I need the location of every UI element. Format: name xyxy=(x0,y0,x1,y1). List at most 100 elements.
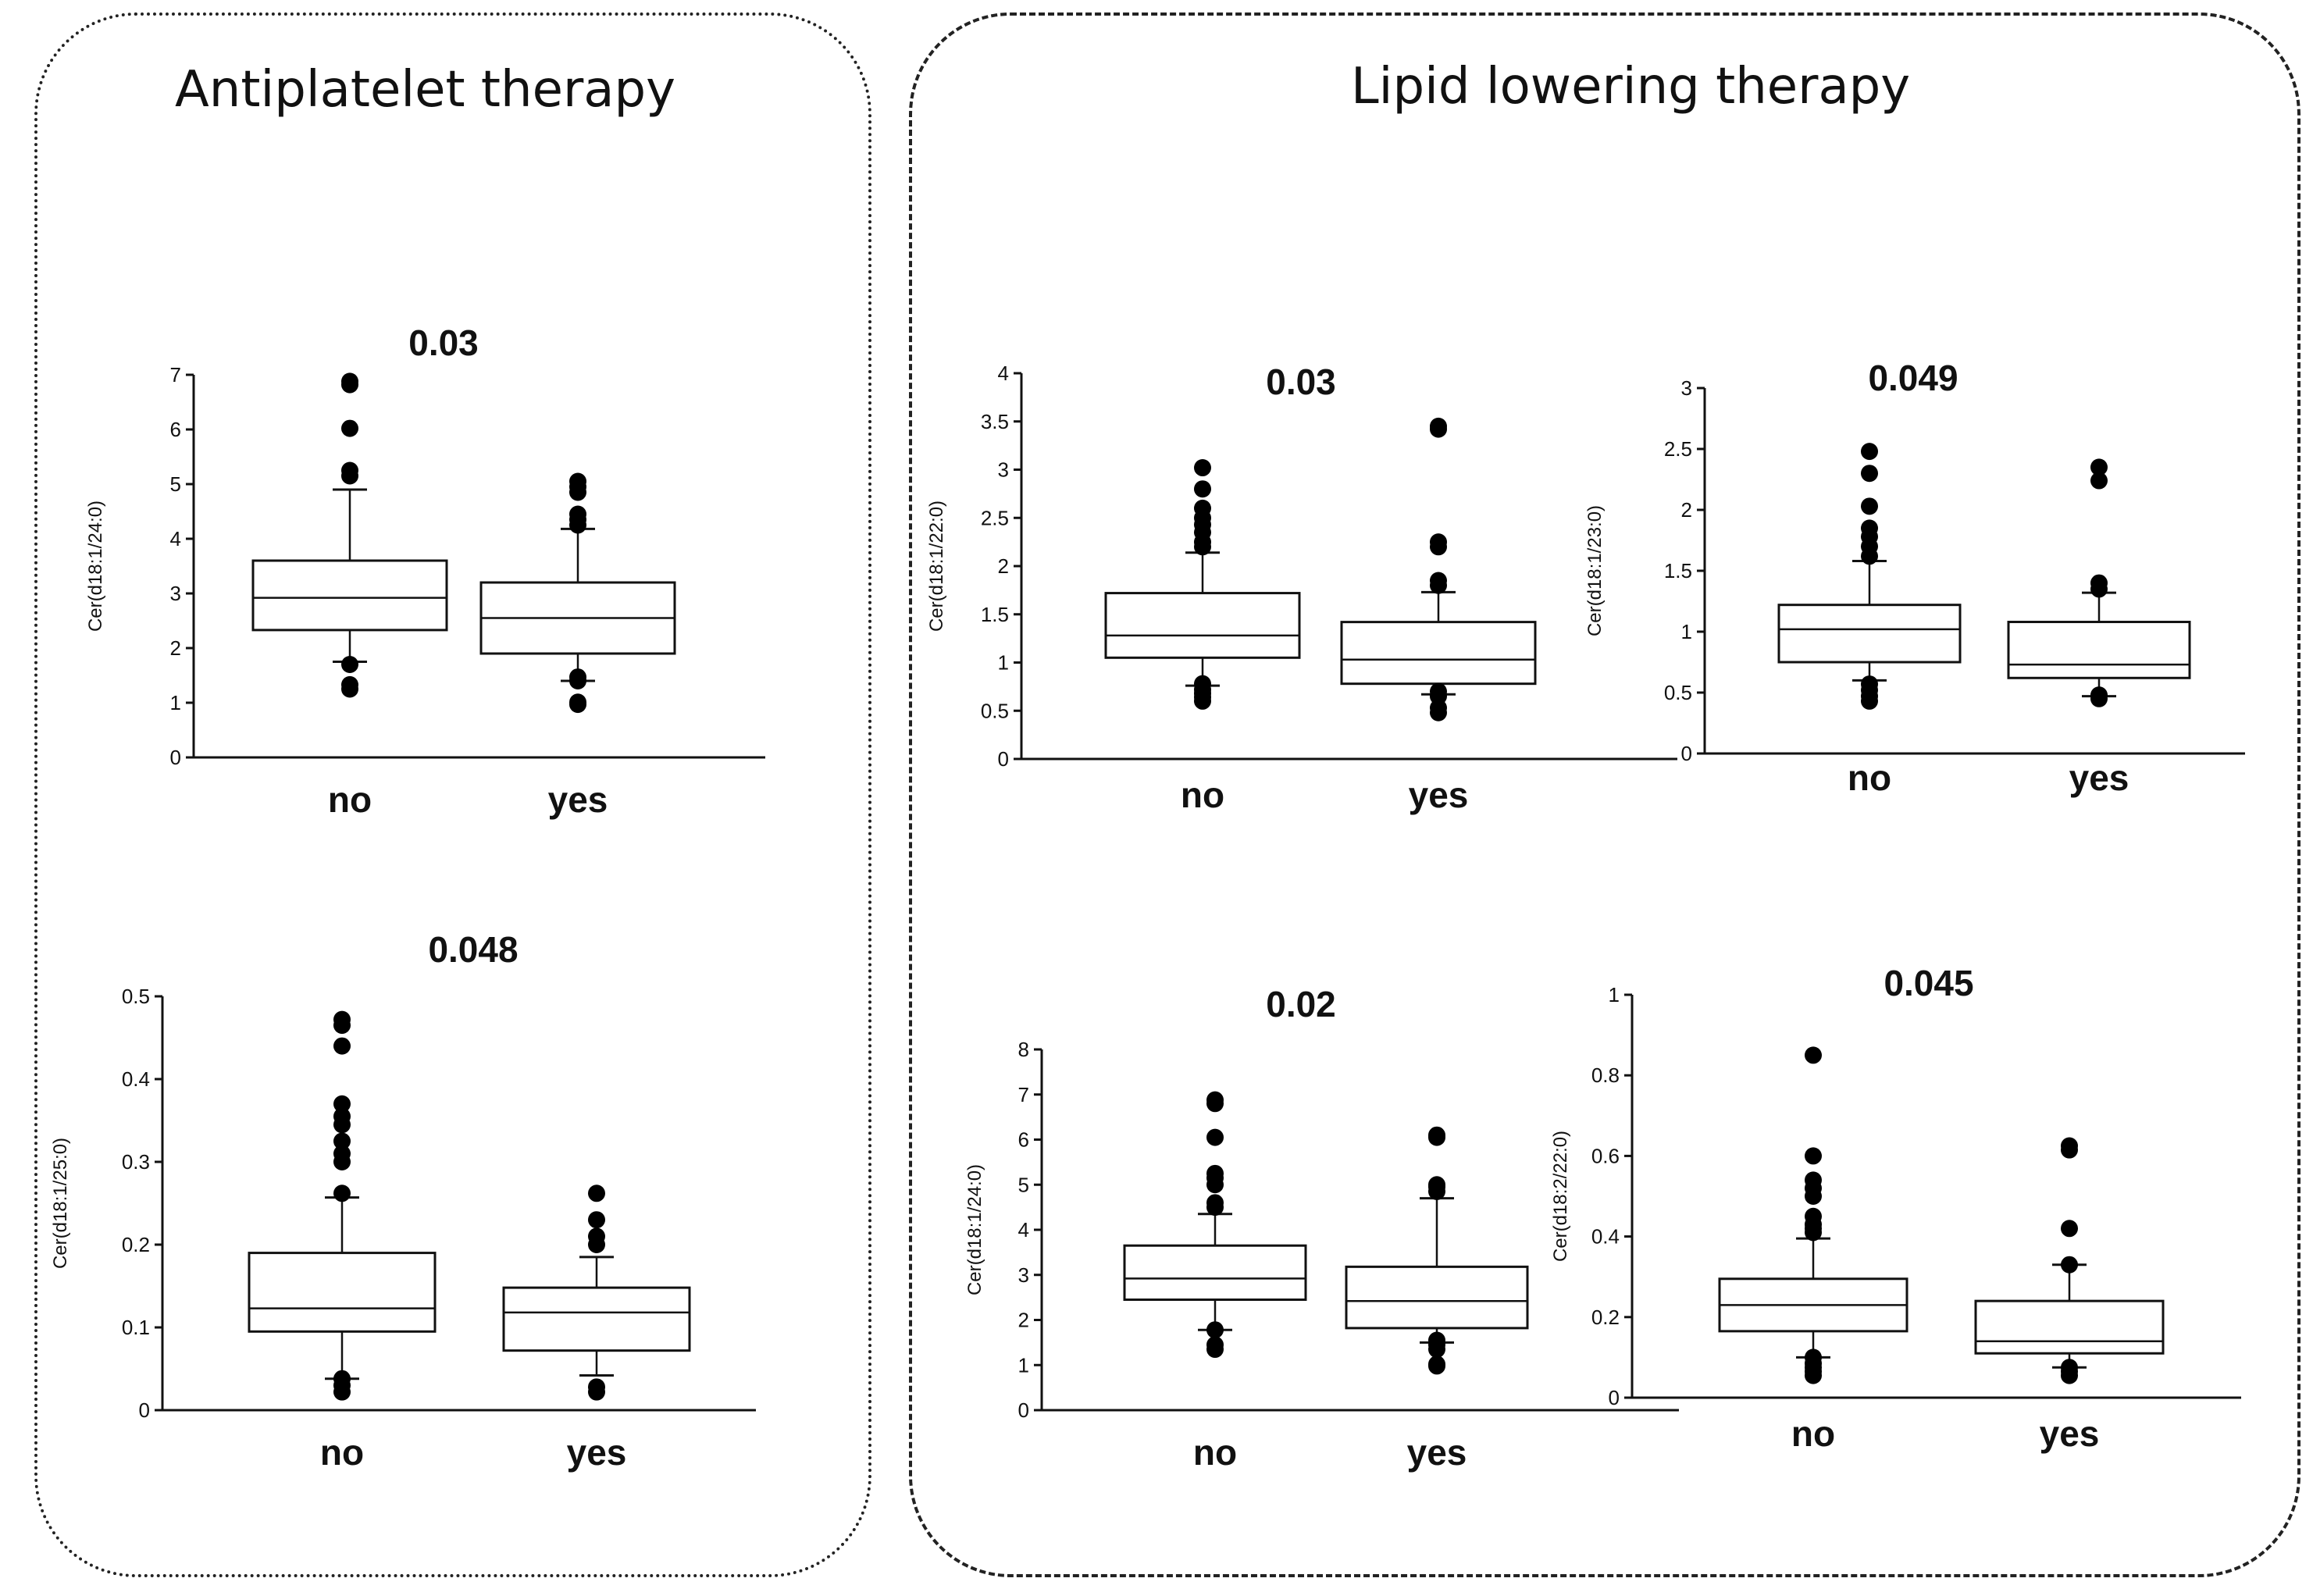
y-axis-label: Cer(d18:2/22:0) xyxy=(1550,1131,1571,1262)
outlier-point xyxy=(333,1010,351,1028)
outlier-point xyxy=(2090,458,2108,476)
outlier-point xyxy=(1430,572,1447,590)
y-tick-label: 4 xyxy=(170,527,181,550)
iqr-box xyxy=(1974,1299,2165,1355)
outlier-point xyxy=(2061,1137,2078,1155)
outlier-point xyxy=(333,1370,351,1388)
outlier-point xyxy=(588,1211,605,1229)
y-tick-label: 5 xyxy=(1018,1173,1029,1196)
outlier-point xyxy=(1206,1321,1224,1339)
outlier-point xyxy=(333,1185,351,1202)
outlier-point xyxy=(2090,574,2108,592)
category-label: no xyxy=(320,1432,364,1473)
p-value-label: 0.049 xyxy=(1868,358,1958,398)
outlier-point xyxy=(588,1378,605,1396)
y-tick-label: 0 xyxy=(1018,1398,1029,1422)
y-tick-label: 2 xyxy=(1018,1309,1029,1332)
y-tick-label: 2 xyxy=(170,636,181,660)
outlier-point xyxy=(1805,1147,1822,1165)
y-tick-label: 0.6 xyxy=(1591,1144,1620,1167)
y-tick-label: 0 xyxy=(170,746,181,769)
p-value-label: 0.03 xyxy=(408,322,479,363)
y-tick-label: 8 xyxy=(1018,1038,1029,1061)
y-tick-label: 1 xyxy=(1018,1353,1029,1377)
y-tick-label: 0 xyxy=(139,1398,150,1422)
y-tick-label: 1 xyxy=(998,651,1009,675)
y-tick-label: 3 xyxy=(1681,376,1692,400)
outlier-point xyxy=(1430,682,1447,700)
y-tick-label: 6 xyxy=(170,418,181,441)
outlier-point xyxy=(341,675,358,693)
outlier-point xyxy=(1194,480,1211,498)
outlier-point xyxy=(1861,497,1878,515)
iqr-box xyxy=(502,1286,691,1352)
y-tick-label: 1 xyxy=(170,691,181,714)
iqr-box xyxy=(1777,604,1962,664)
outlier-point xyxy=(2061,1220,2078,1238)
outlier-point xyxy=(1805,1171,1822,1189)
y-tick-label: 2 xyxy=(1681,498,1692,522)
outlier-point xyxy=(1206,1194,1224,1212)
outlier-point xyxy=(1194,459,1211,477)
y-tick-label: 0 xyxy=(998,747,1009,771)
outlier-point xyxy=(341,461,358,479)
y-tick-label: 7 xyxy=(170,363,181,387)
outlier-point xyxy=(588,1227,605,1245)
y-tick-label: 2.5 xyxy=(1664,437,1692,461)
p-value-label: 0.048 xyxy=(428,929,518,970)
category-label: no xyxy=(328,779,372,820)
outlier-point xyxy=(1805,1207,1822,1225)
outlier-point xyxy=(1428,1356,1445,1373)
outlier-point xyxy=(1194,675,1211,693)
category-label: yes xyxy=(1407,1432,1467,1473)
p-value-label: 0.02 xyxy=(1266,984,1336,1024)
iqr-box xyxy=(2007,621,2191,679)
y-tick-label: 3.5 xyxy=(981,410,1009,433)
outlier-point xyxy=(588,1185,605,1202)
iqr-box xyxy=(1345,1265,1529,1330)
y-tick-label: 7 xyxy=(1018,1083,1029,1106)
y-tick-label: 4 xyxy=(998,362,1009,385)
y-tick-label: 0.5 xyxy=(981,699,1009,722)
iqr-box xyxy=(1340,621,1537,686)
y-axis-label: Cer(d18:1/23:0) xyxy=(1584,505,1606,636)
lipid-lowering-panel xyxy=(909,12,2301,1577)
outlier-point xyxy=(1194,499,1211,517)
outlier-point xyxy=(1805,1046,1822,1064)
y-tick-label: 0.4 xyxy=(122,1067,150,1091)
y-tick-label: 0.5 xyxy=(1664,681,1692,704)
outlier-point xyxy=(341,656,358,673)
y-tick-label: 0.2 xyxy=(122,1233,150,1256)
outlier-point xyxy=(1428,1126,1445,1144)
outlier-point xyxy=(1206,1128,1224,1146)
outlier-point xyxy=(2090,686,2108,704)
y-tick-label: 0.2 xyxy=(1591,1306,1620,1329)
category-label: yes xyxy=(548,779,608,820)
outlier-point xyxy=(1428,1176,1445,1194)
iqr-box xyxy=(1104,592,1301,659)
category-label: yes xyxy=(2069,757,2129,798)
y-tick-label: 4 xyxy=(1018,1218,1029,1242)
y-tick-label: 0.5 xyxy=(122,985,150,1008)
outlier-point xyxy=(333,1095,351,1113)
outlier-point xyxy=(1861,443,1878,461)
y-tick-label: 2 xyxy=(998,554,1009,578)
outlier-point xyxy=(2061,1256,2078,1274)
outlier-point xyxy=(1805,1348,1822,1366)
y-tick-label: 0.4 xyxy=(1591,1225,1620,1249)
outlier-point xyxy=(1861,519,1878,537)
y-tick-label: 3 xyxy=(170,582,181,605)
y-tick-label: 1.5 xyxy=(1664,559,1692,582)
outlier-point xyxy=(1861,675,1878,693)
y-tick-label: 6 xyxy=(1018,1128,1029,1152)
outlier-point xyxy=(569,505,586,523)
antiplatelet-panel xyxy=(34,12,871,1577)
outlier-point xyxy=(333,1132,351,1150)
p-value-label: 0.045 xyxy=(1884,963,1973,1003)
category-label: no xyxy=(1848,757,1891,798)
iqr-box xyxy=(251,559,448,632)
